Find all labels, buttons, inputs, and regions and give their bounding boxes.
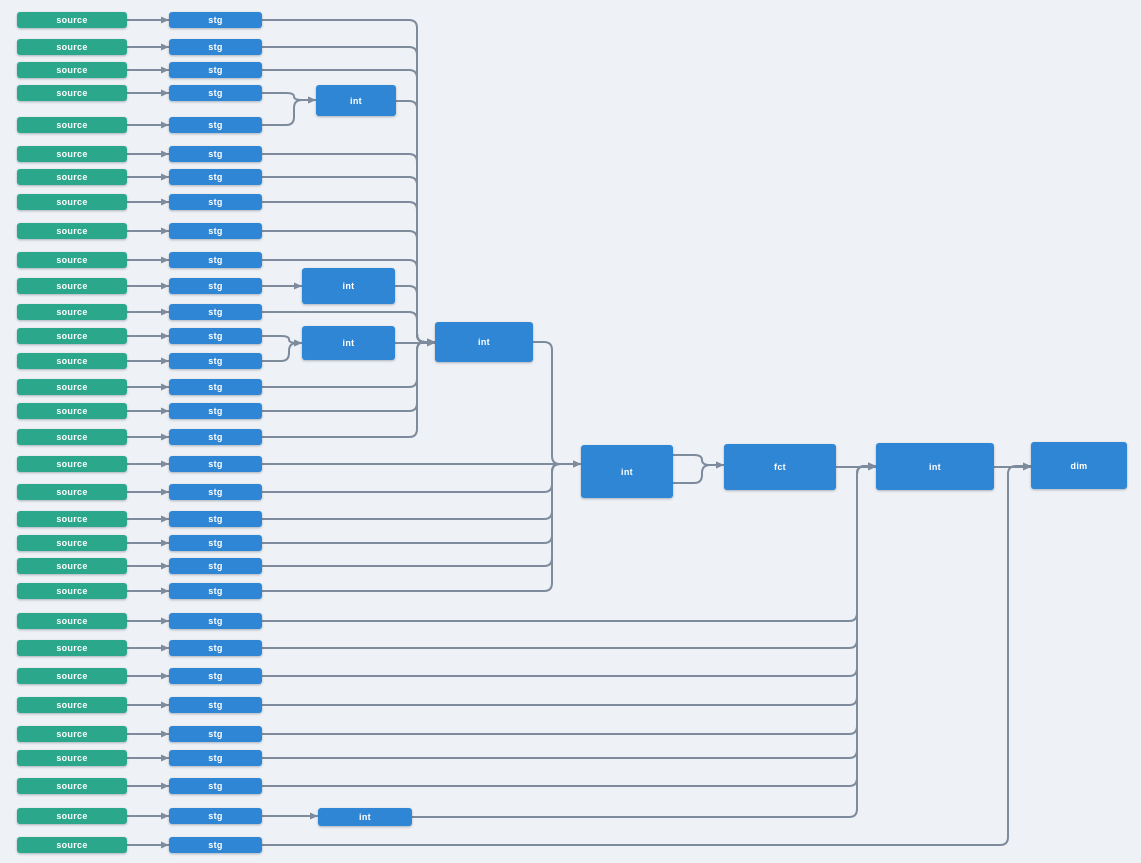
node-source[interactable]: source (17, 583, 127, 599)
node-source[interactable]: source (17, 456, 127, 472)
node-stg[interactable]: stg (169, 456, 262, 472)
node-source[interactable]: source (17, 353, 127, 369)
node-stg[interactable]: stg (169, 403, 262, 419)
edges-group (127, 16, 1031, 849)
node-source[interactable]: source (17, 613, 127, 629)
node-int[interactable]: int (435, 322, 533, 362)
node-stg[interactable]: stg (169, 304, 262, 320)
edge (262, 462, 1031, 846)
node-stg[interactable]: stg (169, 85, 262, 101)
node-source[interactable]: source (17, 535, 127, 551)
node-source[interactable]: source (17, 697, 127, 713)
node-source[interactable]: source (17, 640, 127, 656)
edge (262, 462, 876, 759)
edge (262, 153, 435, 346)
node-stg[interactable]: stg (169, 558, 262, 574)
node-stg[interactable]: stg (169, 328, 262, 344)
node-source[interactable]: source (17, 328, 127, 344)
edge (673, 454, 724, 469)
edge (262, 460, 581, 592)
node-dim[interactable]: dim (1031, 442, 1127, 489)
node-source[interactable]: source (17, 146, 127, 162)
node-int[interactable]: int (302, 326, 395, 360)
node-stg[interactable]: stg (169, 194, 262, 210)
node-stg[interactable]: stg (169, 353, 262, 369)
node-stg[interactable]: stg (169, 252, 262, 268)
node-stg[interactable]: stg (169, 278, 262, 294)
edge (262, 92, 316, 104)
node-stg[interactable]: stg (169, 484, 262, 500)
node-int[interactable]: int (302, 268, 395, 304)
edge (673, 461, 724, 484)
node-source[interactable]: source (17, 429, 127, 445)
edge (412, 462, 876, 818)
node-source[interactable]: source (17, 558, 127, 574)
edge (262, 96, 316, 126)
edge (396, 100, 435, 346)
node-stg[interactable]: stg (169, 12, 262, 28)
node-stg[interactable]: stg (169, 583, 262, 599)
node-source[interactable]: source (17, 85, 127, 101)
node-stg[interactable]: stg (169, 146, 262, 162)
node-stg[interactable]: stg (169, 117, 262, 133)
node-int[interactable]: int (316, 85, 396, 116)
node-stg[interactable]: stg (169, 697, 262, 713)
node-stg[interactable]: stg (169, 668, 262, 684)
edge (262, 460, 581, 567)
node-stg[interactable]: stg (169, 613, 262, 629)
node-stg[interactable]: stg (169, 778, 262, 794)
node-source[interactable]: source (17, 194, 127, 210)
node-source[interactable]: source (17, 668, 127, 684)
node-stg[interactable]: stg (169, 169, 262, 185)
node-source[interactable]: source (17, 169, 127, 185)
edge (262, 339, 302, 362)
node-source[interactable]: source (17, 808, 127, 824)
node-stg[interactable]: stg (169, 837, 262, 853)
edge (262, 335, 302, 347)
node-source[interactable]: source (17, 62, 127, 78)
node-source[interactable]: source (17, 484, 127, 500)
node-fct[interactable]: fct (724, 444, 836, 490)
node-source[interactable]: source (17, 117, 127, 133)
edge (262, 460, 581, 493)
node-source[interactable]: source (17, 304, 127, 320)
node-stg[interactable]: stg (169, 640, 262, 656)
node-stg[interactable]: stg (169, 429, 262, 445)
node-source[interactable]: source (17, 223, 127, 239)
node-int[interactable]: int (581, 445, 673, 498)
node-stg[interactable]: stg (169, 750, 262, 766)
node-source[interactable]: source (17, 403, 127, 419)
edge (262, 462, 876, 787)
edge (262, 462, 876, 677)
node-stg[interactable]: stg (169, 62, 262, 78)
node-stg[interactable]: stg (169, 535, 262, 551)
node-source[interactable]: source (17, 12, 127, 28)
node-int[interactable]: int (876, 443, 994, 490)
node-source[interactable]: source (17, 252, 127, 268)
node-stg[interactable]: stg (169, 223, 262, 239)
node-source[interactable]: source (17, 726, 127, 742)
node-source[interactable]: source (17, 837, 127, 853)
edge (262, 462, 876, 706)
node-stg[interactable]: stg (169, 726, 262, 742)
node-source[interactable]: source (17, 778, 127, 794)
node-stg[interactable]: stg (169, 511, 262, 527)
node-source[interactable]: source (17, 278, 127, 294)
edge (395, 285, 435, 346)
node-stg[interactable]: stg (169, 39, 262, 55)
node-source[interactable]: source (17, 750, 127, 766)
edge (262, 462, 876, 735)
node-source[interactable]: source (17, 39, 127, 55)
node-int[interactable]: int (318, 808, 412, 826)
node-source[interactable]: source (17, 379, 127, 395)
node-stg[interactable]: stg (169, 808, 262, 824)
node-source[interactable]: source (17, 511, 127, 527)
edge (533, 341, 581, 468)
node-stg[interactable]: stg (169, 379, 262, 395)
edge (262, 460, 581, 544)
